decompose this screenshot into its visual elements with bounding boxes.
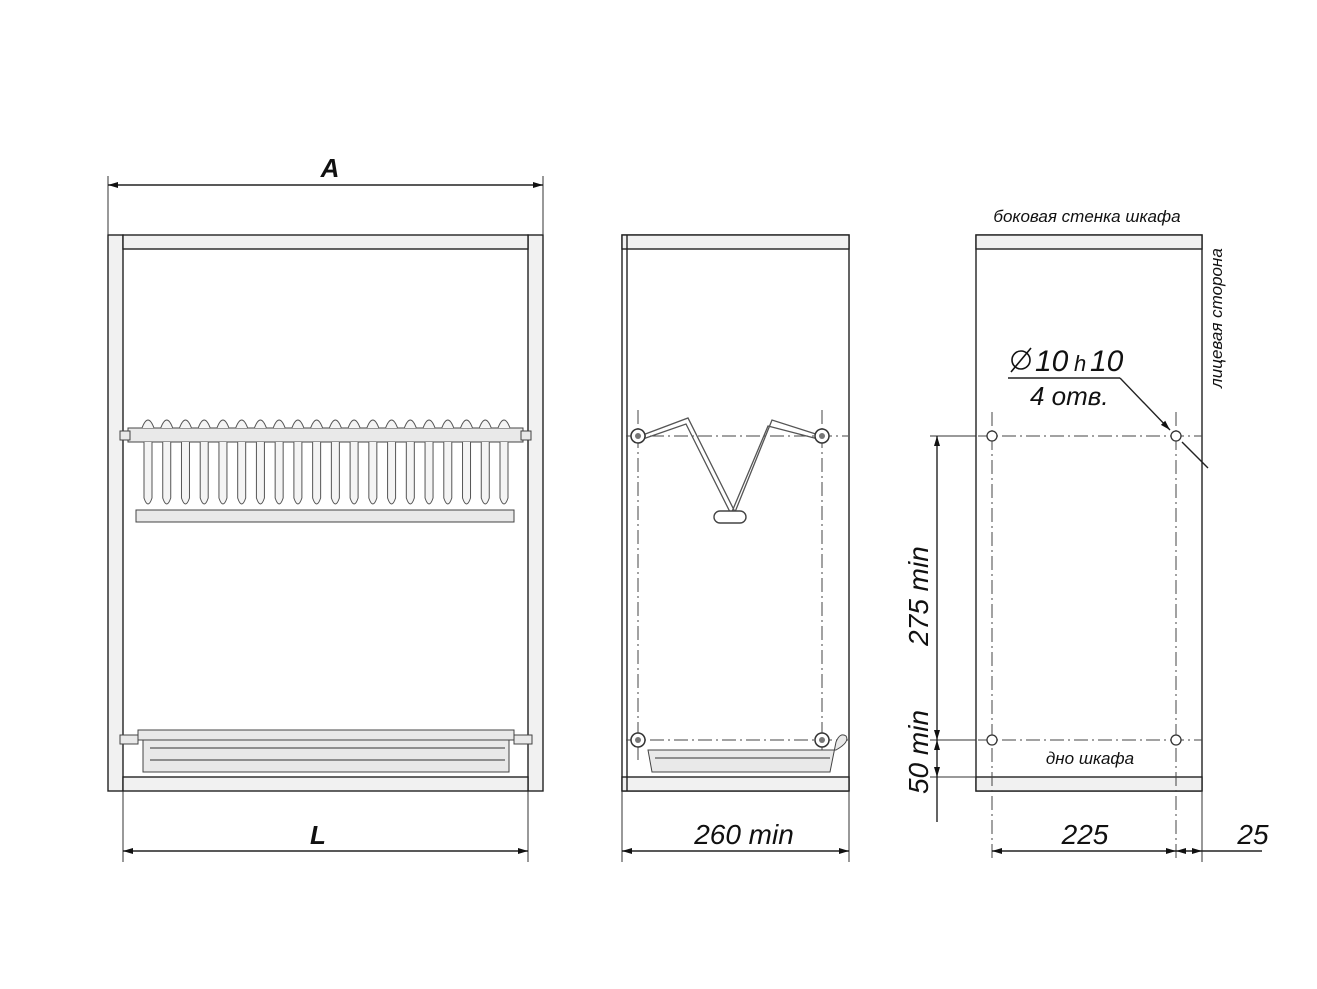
rack-tine-top [460,419,473,429]
rack-tine-top [216,419,230,429]
rack-tine [312,442,322,505]
rack-tine-top [160,419,174,429]
horizontal-spacing-label: 225 [1061,819,1109,850]
rack-tine-top [366,419,380,429]
rack-tine [293,442,303,505]
rack-tine [387,442,397,505]
front-left-panel [107,234,124,792]
hole-diameter-label: 10 [1035,345,1069,378]
rack-tine-top [272,419,286,429]
diameter-icon [1011,350,1031,370]
hole-count-label: 4 отв. [1030,381,1109,411]
rack-tine [349,442,359,505]
rack-tine-top [347,419,361,429]
side-bottom-panel [621,776,850,792]
edge-offset-label: 25 [1236,819,1269,850]
side-wall-label: боковая стенка шкафа [993,207,1180,226]
hole-tolerance-value: 10 [1090,345,1124,378]
dimension-a-label: A [320,153,340,183]
hole-tolerance-h: h [1074,351,1086,376]
bottom-offset-label: 50 min [903,710,934,794]
rack-tine-top [403,419,417,429]
plate-rack [119,419,532,523]
rack-tine [274,442,284,505]
rack-tine [480,442,490,505]
rack-tine-top [478,419,492,429]
rack-tine-top [422,419,436,429]
dimension-l-label: L [310,820,326,850]
rack-tine [218,442,228,505]
mounting-bracket [639,417,823,524]
face-side-label: лицевая сторона [1207,248,1226,389]
front-view: A L [107,153,544,862]
rack-tine [405,442,415,505]
bottom-label: дно шкафа [1046,749,1134,768]
mount-holes [986,430,1182,746]
rack-tine [237,442,247,505]
rack-tine-top [253,419,267,429]
front-right-panel [527,234,544,792]
rack-tine [143,442,153,505]
mount-view: боковая стенка шкафа лицевая сторона 10 … [903,207,1269,862]
rack-tine [499,442,509,505]
drip-tray [119,729,533,773]
vertical-spacing-label: 275 min [903,546,934,647]
front-bottom-panel [122,776,529,792]
rack-tine-top [385,419,399,429]
rack-tine [330,442,340,505]
rack-tine [162,442,172,505]
rack-tine [199,442,209,505]
rack-tine-top [179,419,192,429]
rack-tine-top [141,419,155,429]
rack-tine-top [441,419,455,429]
rack-tine-top [310,419,324,429]
rack-tine-top [197,419,211,429]
rack-tine [462,442,472,505]
rack-tine-top [291,419,305,429]
rack-tine-top [235,419,249,429]
rack-tine-top [328,419,342,429]
side-mount-points [630,428,830,748]
rack-tine [180,442,190,505]
rack-tine [368,442,378,505]
rack-tine [424,442,434,505]
hole-callout: 10 h 10 4 отв. [1008,345,1209,469]
side-view: 260 min [621,234,850,862]
depth-label: 260 min [693,819,794,850]
front-top-panel [122,234,529,250]
rack-tine [255,442,265,505]
rack-tine-top [497,419,511,429]
rack-tine [443,442,453,505]
side-top-panel [621,234,850,250]
